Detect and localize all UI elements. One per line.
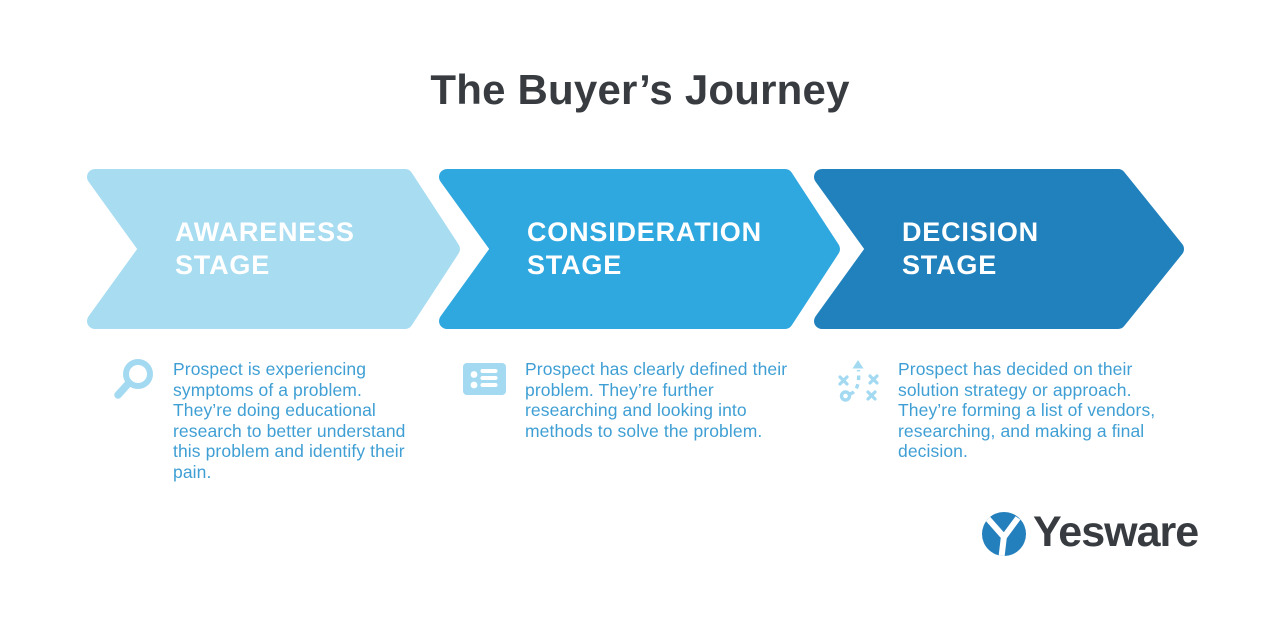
chevron-shape xyxy=(814,169,1184,329)
yesware-wordmark: Yesware xyxy=(1033,508,1199,556)
chevron-polygon xyxy=(87,169,460,329)
stage-label-line2: STAGE xyxy=(527,250,623,280)
strategy-icon xyxy=(838,358,880,411)
yesware-logo-mark xyxy=(982,512,1026,556)
stage-description-awareness: Prospect is experiencing symptoms of a p… xyxy=(173,359,406,482)
stage-label-decision: DECISION STAGE xyxy=(902,216,1039,282)
stage-label-line1: AWARENESS xyxy=(175,217,355,247)
stage-label-line2: STAGE xyxy=(902,250,998,280)
chevron-polygon xyxy=(814,169,1184,329)
stage-label-awareness: AWARENESS STAGE xyxy=(175,216,355,282)
magnifier-icon xyxy=(112,357,158,412)
stage-arrow-decision: DECISION STAGE xyxy=(812,168,1187,330)
page-title: The Buyer’s Journey xyxy=(430,66,850,113)
chevron-shape xyxy=(439,169,840,329)
stage-label-line2: STAGE xyxy=(175,250,271,280)
stage-label-line1: CONSIDERATION xyxy=(527,217,762,247)
chevron-shape xyxy=(87,169,460,329)
stage-label-line1: DECISION xyxy=(902,217,1039,247)
yesware-logo: Yesware xyxy=(981,508,1199,559)
stage-label-consideration: CONSIDERATION STAGE xyxy=(527,216,762,282)
stage-arrow-consideration: CONSIDERATION STAGE xyxy=(437,168,843,330)
stage-description-decision: Prospect has decided on their solution s… xyxy=(898,359,1156,461)
stage-arrow-awareness: AWARENESS STAGE xyxy=(85,168,463,330)
list-icon xyxy=(463,363,507,402)
chevron-polygon xyxy=(439,169,840,329)
stage-description-consideration: Prospect has clearly defined their probl… xyxy=(525,359,788,441)
